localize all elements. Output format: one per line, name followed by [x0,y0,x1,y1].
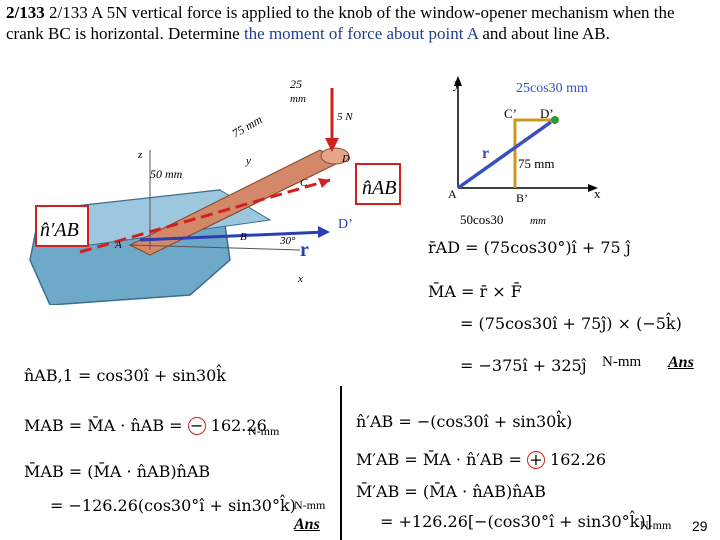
diagram-c-prime: C’ [504,106,517,121]
diagram-x-label: x [594,186,601,201]
problem-text: 2/133 A 5N vertical force is applied to … [6,3,675,43]
label-b: B [240,231,247,243]
diagram-bottom-dim: 50cos30 [460,212,503,227]
eq-m-ab-vec: M̄AB = (M̄A · n̂AB)n̂AB [24,462,211,481]
eq-m-ab-prime-sign: + [526,451,545,469]
diagram-top-dim: 25cos30 mm [516,81,588,96]
column-divider [340,386,342,540]
d-prime-label: D’ [338,217,353,232]
label-angle: 30° [279,235,296,247]
r-vector [139,230,326,242]
page-number: 29 [692,518,708,534]
dim-75: 75 mm [230,112,265,140]
label-x: x [297,273,303,285]
diagram-y-arrow [454,76,462,86]
eq-m-ab-vec-res: = −126.26(cos30°î + sin30°k̂) [50,496,296,515]
label-c: C [300,177,308,189]
eq-m-ab-vec-unit: N-mm [294,498,326,512]
diagram-r-label: r [482,145,489,162]
label-y: y [245,155,251,167]
problem-highlight: the moment of force about point A [243,24,479,43]
eq-m-ab-unit: N-mm [248,424,280,438]
eq-ma-def: M̄A = r̄ × F̄ [428,282,522,301]
dim-50: 50 mm [150,167,183,181]
eq-m-ab-prime-val: 162.26 [550,450,607,469]
force-label: 5 N [337,111,353,123]
eq-m-ab-val: 162.26 [210,416,267,435]
problem-statement: 2/133 2/133 A 5N vertical force is appli… [6,3,675,43]
n-ab-box [355,163,401,205]
eq-ma-unit: N-mm [602,354,642,370]
eq-m-ab-prime-unit: N-mm [640,518,672,532]
dim-mm: mm [290,93,306,105]
diagram-x-arrow [588,184,598,192]
mechanism-figure: 25 mm 75 mm 50 mm 5 N D C B A 30° z y x … [29,77,401,305]
n-ab-box-label: n̂AB [362,177,396,199]
label-z: z [137,149,143,161]
eq-r-ad: r̄AD = (75cos30°)î + 75 ĵ [428,238,631,257]
diagram-b-prime: B’ [516,191,528,205]
force-arrowhead [325,138,339,152]
label-d: D [341,153,350,165]
eq-n-ab1: n̂AB,1 = cos30î + sin30k̂ [24,366,227,385]
eq-ma-expand: = (75cos30î + 75ĵ) × (−5k̂) [460,314,682,333]
diagram-bottom-unit: mm [530,215,546,227]
n-ab-prime-box-label: n̂′AB [40,219,79,241]
dim-25: 25 [290,77,302,91]
ab-arrowhead [318,178,330,188]
problem-suffix: and about line AB. [478,24,610,43]
n-ab-prime-box [35,205,89,247]
eq-m-ab: MAB = M̄A · n̂AB = − 162.26 [24,416,267,435]
label-a: A [114,239,122,251]
diagram-side-dim: 75 mm [518,156,554,171]
y-axis-line [129,244,301,251]
eq-m-ab-ans: Ans [294,516,320,533]
eq-n-ab-prime: n̂′AB = −(cos30î + sin30k̂) [356,412,573,431]
diagram-frame [513,118,555,188]
eq-ma-result: = −375î + 325ĵ [460,356,587,375]
eq-ma-ans: Ans [668,354,694,371]
ab-line [79,178,331,254]
crank-knob [320,147,350,165]
vector-diagram: y x 25cos30 mm C’ D’ r 75 mm A B’ 50cos3… [448,76,601,227]
eq-m-ab-lhs: MAB = M̄A · n̂AB = [24,416,183,435]
diagram-a-label: A [448,187,457,201]
diagram-y-label: y [452,77,461,92]
diagram-r-vector [456,120,553,190]
eq-m-ab-prime-res: = +126.26[−(cos30°î + sin30°k̂)] [380,512,652,531]
r-label: r [300,239,309,261]
eq-m-ab-prime-vec: M̄′AB = (M̄A · n̂AB)n̂AB [356,482,546,501]
diagram-d-point [551,116,559,124]
eq-m-ab-sign: − [187,417,206,435]
eq-m-ab-prime-lhs: M′AB = M̄A · n̂′AB = [356,450,522,469]
r-arrowhead [318,226,330,238]
diagram-d-prime: D’ [540,106,554,121]
eq-m-ab-prime: M′AB = M̄A · n̂′AB = + 162.26 [356,450,606,469]
